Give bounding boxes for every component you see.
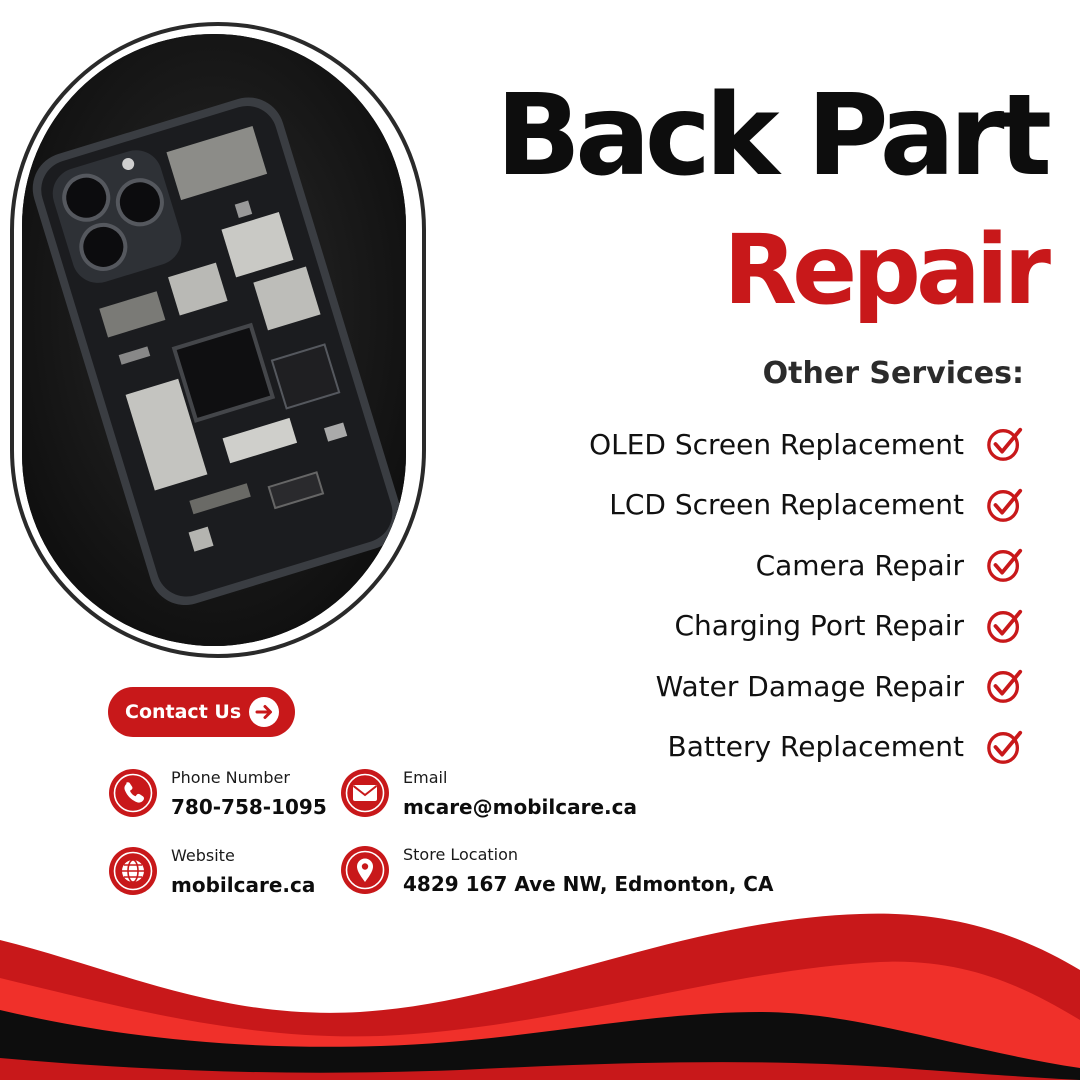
check-circle-icon xyxy=(987,730,1023,764)
phone-icon xyxy=(109,769,157,817)
service-list: OLED Screen Replacement LCD Screen Repla… xyxy=(464,414,1024,777)
email-label: Email xyxy=(403,768,448,787)
location-value[interactable]: 4829 167 Ave NW, Edmonton, CA xyxy=(403,872,774,896)
location-pin-icon xyxy=(341,846,389,894)
contact-us-label: Contact Us xyxy=(125,701,242,723)
check-circle-icon xyxy=(987,670,1023,704)
service-item-charging-port: Charging Port Repair xyxy=(464,596,1024,657)
email-value[interactable]: mcare@mobilcare.ca xyxy=(403,795,637,819)
service-label: Charging Port Repair xyxy=(674,609,964,643)
phone-value[interactable]: 780-758-1095 xyxy=(171,795,327,819)
service-label: LCD Screen Replacement xyxy=(609,488,964,522)
check-circle-icon xyxy=(987,488,1023,522)
check-circle-icon xyxy=(987,428,1023,462)
globe-icon xyxy=(109,847,157,895)
service-item-oled: OLED Screen Replacement xyxy=(464,414,1024,475)
service-label: OLED Screen Replacement xyxy=(589,427,964,461)
service-label: Battery Replacement xyxy=(667,730,964,764)
headline-repair: Repair xyxy=(723,214,1051,326)
other-services-heading: Other Services: xyxy=(762,356,1024,391)
location-label: Store Location xyxy=(403,845,519,864)
website-value[interactable]: mobilcare.ca xyxy=(171,873,316,897)
phone-label: Phone Number xyxy=(171,768,290,787)
check-circle-icon xyxy=(987,609,1023,643)
contact-us-button[interactable]: Contact Us xyxy=(108,687,295,737)
arrow-right-icon xyxy=(249,697,279,727)
service-item-lcd: LCD Screen Replacement xyxy=(464,475,1024,536)
check-circle-icon xyxy=(987,549,1023,583)
service-label: Camera Repair xyxy=(755,548,964,582)
website-label: Website xyxy=(171,846,235,865)
mail-icon xyxy=(341,769,389,817)
service-item-camera: Camera Repair xyxy=(464,535,1024,596)
decorative-wave xyxy=(0,913,1080,1080)
service-label: Water Damage Repair xyxy=(655,669,964,703)
phone-back-image xyxy=(22,34,406,646)
service-item-water-damage: Water Damage Repair xyxy=(464,656,1024,717)
headline-back-part: Back Part xyxy=(495,71,1052,201)
service-item-battery: Battery Replacement xyxy=(464,717,1024,778)
